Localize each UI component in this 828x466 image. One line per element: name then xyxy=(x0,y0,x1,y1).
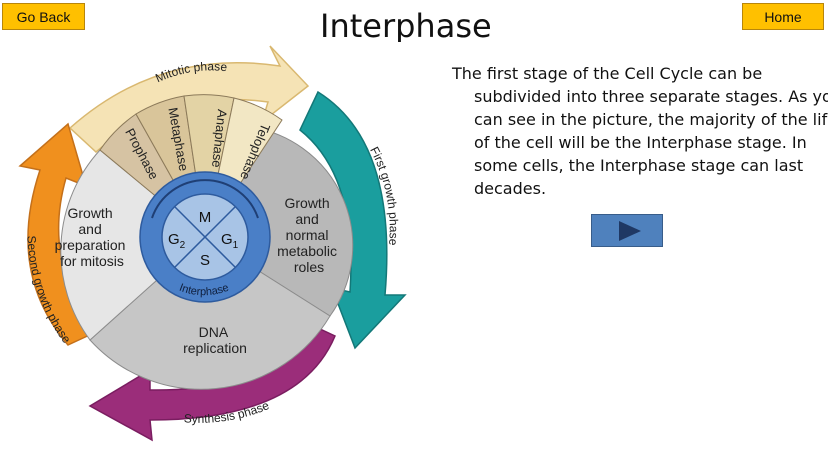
home-button[interactable]: Home xyxy=(742,3,824,30)
play-icon xyxy=(619,221,641,241)
g2-label: G2 xyxy=(168,231,186,251)
s-sector xyxy=(89,236,331,390)
m-label: M xyxy=(199,209,212,226)
g1-label: G1 xyxy=(221,231,239,251)
s-sector-label: DNA replication xyxy=(183,324,247,356)
interphase-ring-label: Interphase xyxy=(178,282,231,298)
next-button[interactable] xyxy=(591,214,663,247)
description-text: The first stage of the Cell Cycle can be… xyxy=(452,64,828,198)
anaphase-label: Anaphase xyxy=(209,109,230,169)
s-label: S xyxy=(200,252,210,269)
g2-sector xyxy=(60,149,206,341)
go-back-button[interactable]: Go Back xyxy=(2,3,85,30)
cell-cycle-diagram: Mitotic phase First growth phase Synthes… xyxy=(18,45,407,442)
center-divider xyxy=(174,206,236,268)
interphase-ring-arc-icon xyxy=(151,179,259,219)
g2-sector-label: Growth and preparation for mitosis xyxy=(55,205,130,269)
page-title: Interphase xyxy=(320,7,492,42)
first-growth-phase-arrow xyxy=(299,90,407,350)
g1-sector-label: Growth and normal metabolic roles xyxy=(277,195,341,275)
